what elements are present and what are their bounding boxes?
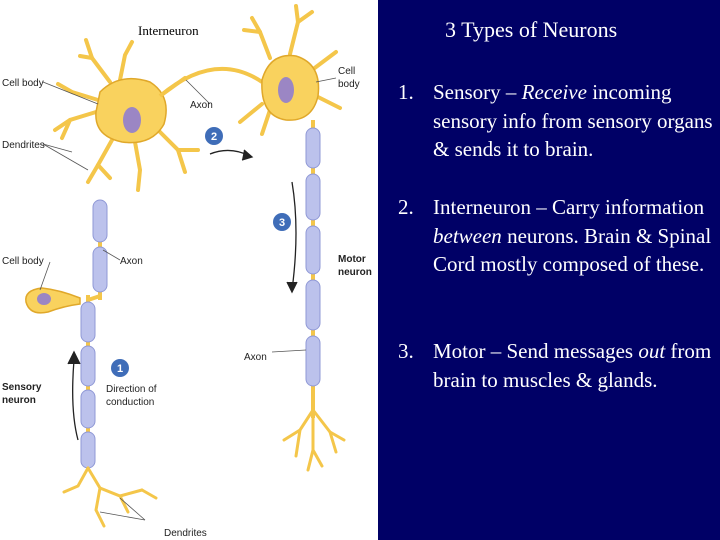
item-text-emphasis: out xyxy=(638,339,666,363)
leader-lines xyxy=(39,77,337,521)
step-3-label: 3 xyxy=(279,217,285,229)
conduction-arrows xyxy=(67,149,298,441)
sensory-neuron xyxy=(25,199,158,528)
label-sensory-1: Sensory xyxy=(2,382,42,393)
label-cell-body-left: Cell body xyxy=(2,256,44,267)
item-text-post: neurons. Brain & Spinal Cord mostly comp… xyxy=(433,223,712,277)
motor-neuron-cell xyxy=(238,4,346,472)
neuron-types-panel: 3 Types of Neurons 1. Sensory – Receive … xyxy=(378,0,720,540)
item-number: 1. xyxy=(398,80,414,104)
item-number: 2. xyxy=(398,195,414,219)
panel-title: 3 Types of Neurons xyxy=(445,17,618,42)
label-sensory-2: neuron xyxy=(2,395,36,406)
item-text-pre: Motor – Send messages xyxy=(433,339,639,363)
label-cell-body-top-right-2: body xyxy=(338,79,360,90)
item-text-post: from brain to muscles & glands. xyxy=(433,339,712,392)
step-1-label: 1 xyxy=(117,363,123,375)
label-axon-middle: Axon xyxy=(120,256,143,267)
item-text: Sensory – Receive incoming sensory info … xyxy=(433,78,716,164)
label-axon-top: Axon xyxy=(190,100,213,111)
item-text: Motor – Send messages out from brain to … xyxy=(433,337,716,394)
neuron-type-interneuron: 2. Interneuron – Carry information betwe… xyxy=(398,193,716,279)
item-text-post: incoming sensory info from sensory organ… xyxy=(433,80,713,161)
step-badges: 2 3 1 xyxy=(111,127,291,377)
neuron-illustration: 2 3 1 Interneuron Cell body Dendrites Ax… xyxy=(2,4,372,539)
label-cell-body-top-right-1: Cell xyxy=(338,66,355,77)
label-cell-body-top-left: Cell body xyxy=(2,78,44,89)
item-number: 3. xyxy=(398,339,414,363)
label-direction-1: Direction of xyxy=(106,384,157,395)
label-dendrites-top: Dendrites xyxy=(2,140,45,151)
item-text-pre: Sensory – xyxy=(433,80,522,104)
neuron-diagram: 2 3 1 Interneuron Cell body Dendrites Ax… xyxy=(2,4,372,539)
item-text: Interneuron – Carry information between … xyxy=(433,193,716,279)
item-text-emphasis: Receive xyxy=(521,80,587,104)
step-2-label: 2 xyxy=(211,131,217,143)
interneuron-cell xyxy=(53,38,264,192)
neuron-type-sensory: 1. Sensory – Receive incoming sensory in… xyxy=(398,78,716,164)
item-text-pre: Interneuron – Carry information xyxy=(433,195,705,219)
label-axon-bottom: Axon xyxy=(244,352,267,363)
label-motor-1: Motor xyxy=(338,254,366,265)
item-text-emphasis: between xyxy=(433,223,502,248)
label-motor-2: neuron xyxy=(338,267,372,278)
label-direction-2: conduction xyxy=(106,397,154,408)
label-dendrites-bottom: Dendrites xyxy=(164,528,207,539)
neuron-type-motor: 3. Motor – Send messages out from brain … xyxy=(398,337,716,394)
interneuron-caption: Interneuron xyxy=(138,23,199,38)
